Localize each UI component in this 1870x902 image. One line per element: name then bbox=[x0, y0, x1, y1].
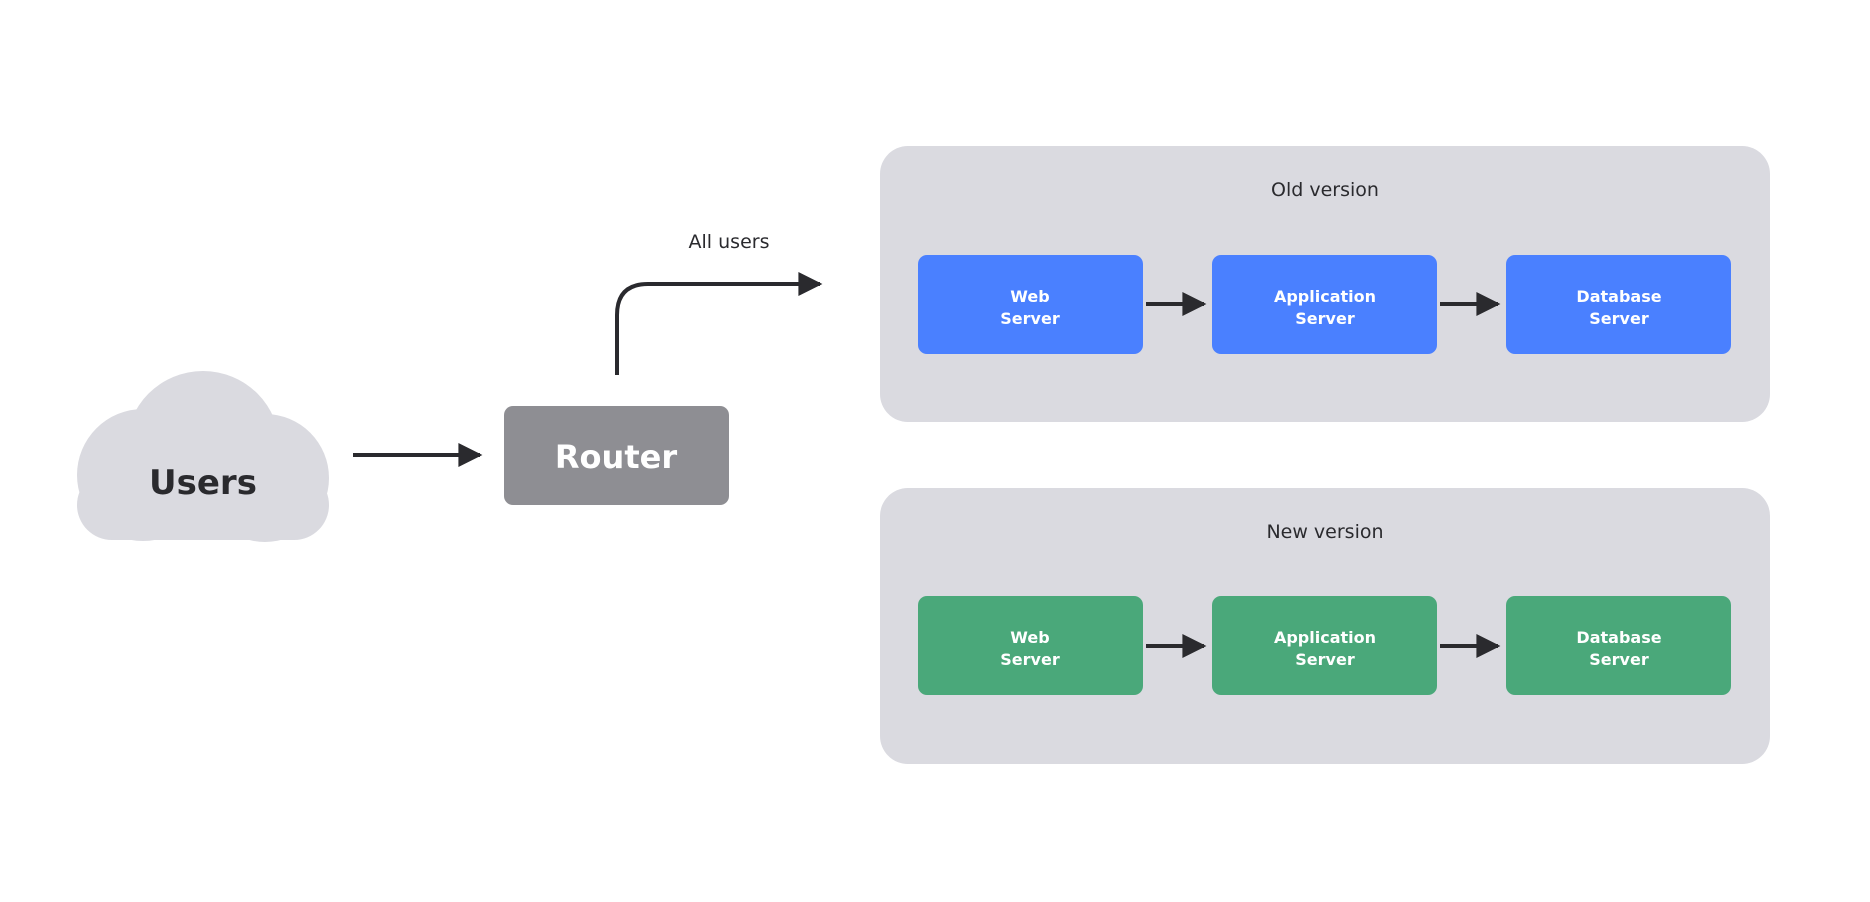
new-version-group: New version Web Server Application Serve… bbox=[880, 488, 1770, 764]
new-database-server[interactable]: Database Server bbox=[1506, 596, 1731, 695]
server-label-line1: Database bbox=[1576, 287, 1661, 306]
server-label-line2: Server bbox=[1295, 309, 1355, 328]
users-label: Users bbox=[149, 463, 257, 503]
routing-edge-label: All users bbox=[689, 231, 770, 253]
server-label-line2: Server bbox=[1295, 650, 1355, 669]
new-web-server[interactable]: Web Server bbox=[918, 596, 1143, 695]
server-label-line2: Server bbox=[1000, 309, 1060, 328]
server-label-line2: Server bbox=[1589, 650, 1649, 669]
new-version-label: New version bbox=[1266, 521, 1383, 543]
users-cloud: Users bbox=[77, 371, 329, 542]
new-application-server[interactable]: Application Server bbox=[1212, 596, 1437, 695]
old-application-server[interactable]: Application Server bbox=[1212, 255, 1437, 354]
old-database-server[interactable]: Database Server bbox=[1506, 255, 1731, 354]
server-label-line1: Web bbox=[1010, 628, 1049, 647]
server-label-line1: Application bbox=[1274, 628, 1376, 647]
cloud-icon bbox=[77, 371, 329, 542]
server-label-line2: Server bbox=[1000, 650, 1060, 669]
server-label-line2: Server bbox=[1589, 309, 1649, 328]
server-label-line1: Application bbox=[1274, 287, 1376, 306]
old-web-server[interactable]: Web Server bbox=[918, 255, 1143, 354]
server-label-line1: Web bbox=[1010, 287, 1049, 306]
router-label: Router bbox=[555, 438, 677, 476]
router-node[interactable]: Router bbox=[504, 406, 729, 505]
old-version-label: Old version bbox=[1271, 179, 1379, 201]
server-label-line1: Database bbox=[1576, 628, 1661, 647]
old-version-group: Old version Web Server Application Serve… bbox=[880, 146, 1770, 422]
router-to-old-version-arrow bbox=[615, 272, 823, 375]
